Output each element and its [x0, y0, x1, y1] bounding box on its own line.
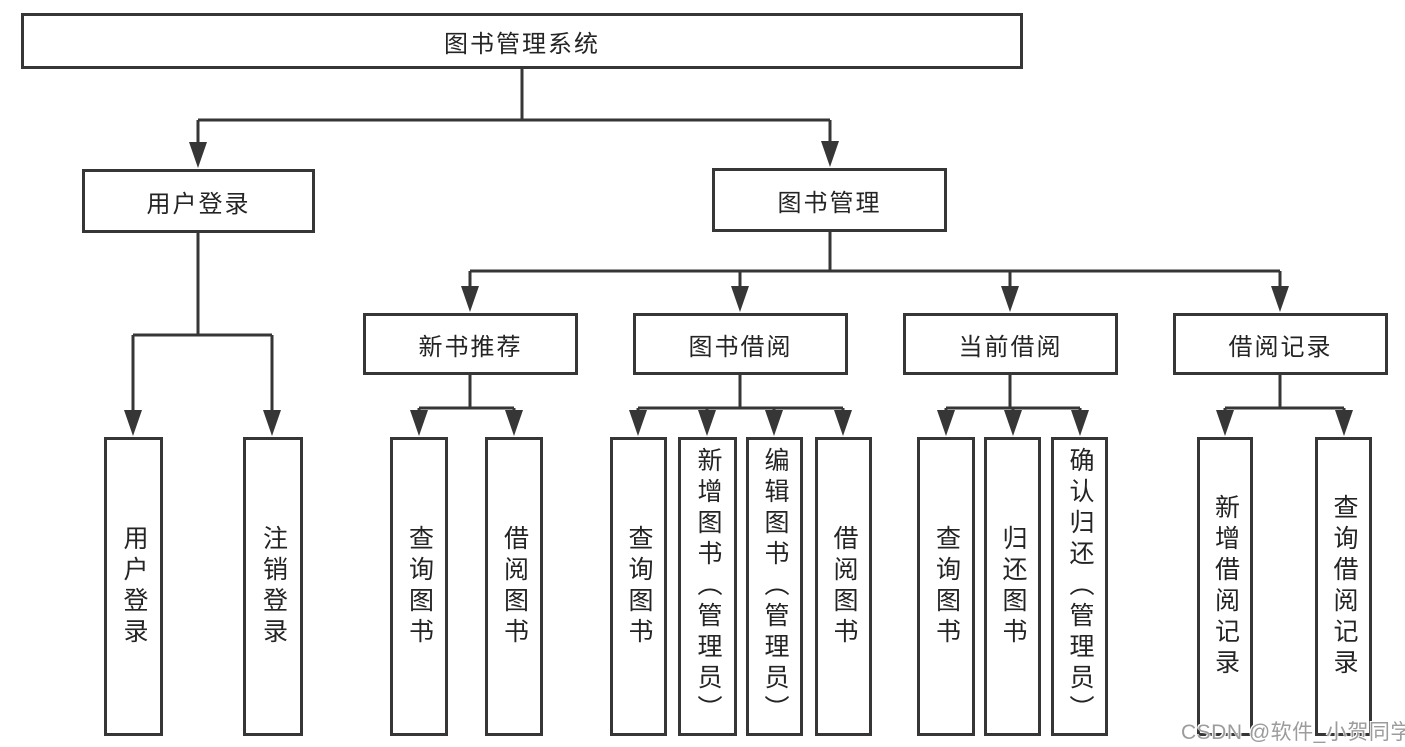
node-new-book-recommend: 新书推荐: [363, 313, 578, 375]
node-borrow-records: 借阅记录: [1173, 313, 1388, 375]
node-book-management-label: 图书管理: [777, 189, 882, 217]
leaf-return-books-label: 归还图书: [999, 524, 1027, 649]
leaf-confirm-return-admin: 确认归还（管理员）: [1051, 437, 1108, 736]
leaf-borrow-books-label: 借阅图书: [830, 524, 858, 649]
arrowheads-level2: [189, 141, 839, 168]
leaf-query-books-current-label: 查询图书: [932, 524, 961, 649]
connector-user-login-group: [131, 233, 274, 414]
leaf-return-books: 归还图书: [984, 437, 1041, 736]
node-root-system: 图书管理系统: [21, 13, 1023, 69]
node-book-borrow: 图书借阅: [633, 313, 848, 375]
leaf-logout-label: 注销登录: [259, 524, 288, 649]
leaf-edit-books-admin: 编辑图书（管理员）: [746, 437, 803, 736]
connector-records-group: [1223, 375, 1346, 414]
leaf-query-books-borrow-label: 查询图书: [625, 524, 653, 649]
leaf-query-books-borrow: 查询图书: [610, 437, 667, 736]
leaf-user-login: 用户登录: [104, 437, 163, 736]
node-book-borrow-label: 图书借阅: [688, 333, 793, 361]
connector-recommend-group: [417, 375, 516, 414]
leaf-borrow-books-recommend: 借阅图书: [485, 437, 543, 736]
leaf-query-books-recommend: 查询图书: [390, 437, 448, 736]
leaf-add-books-admin: 新增图书（管理员）: [678, 437, 737, 736]
arrowheads-leaf-row: [124, 410, 1353, 436]
leaf-query-borrow-record-label: 查询借阅记录: [1330, 493, 1358, 680]
node-root-label: 图书管理系统: [444, 30, 600, 58]
node-new-book-recommend-label: 新书推荐: [418, 333, 523, 361]
leaf-logout: 注销登录: [243, 437, 303, 736]
leaf-query-books-current: 查询图书: [917, 437, 975, 736]
leaf-borrow-books: 借阅图书: [815, 437, 872, 736]
node-user-login-label: 用户登录: [146, 190, 251, 218]
leaf-query-books-recommend-label: 查询图书: [405, 524, 434, 649]
connector-borrow-group: [636, 375, 845, 414]
leaf-confirm-return-admin-label: 确认归还（管理员）: [1066, 447, 1094, 726]
leaf-query-borrow-record: 查询借阅记录: [1315, 437, 1372, 736]
leaf-add-borrow-record: 新增借阅记录: [1197, 437, 1253, 736]
leaf-edit-books-admin-label: 编辑图书（管理员）: [761, 447, 789, 726]
node-book-management: 图书管理: [712, 168, 947, 232]
leaf-borrow-books-recommend-label: 借阅图书: [500, 524, 529, 649]
arrowheads-level3: [461, 286, 1289, 312]
leaf-add-borrow-record-label: 新增借阅记录: [1211, 493, 1240, 680]
connector-book-mgmt-to-level3: [468, 232, 1282, 290]
leaf-user-login-label: 用户登录: [120, 524, 148, 649]
node-borrow-records-label: 借阅记录: [1228, 333, 1333, 361]
node-current-borrow-label: 当前借阅: [958, 333, 1063, 361]
connector-current-group: [944, 375, 1082, 414]
leaf-add-books-admin-label: 新增图书（管理员）: [694, 447, 722, 726]
node-current-borrow: 当前借阅: [903, 313, 1118, 375]
connector-root-to-level2: [196, 69, 832, 146]
node-user-login: 用户登录: [82, 169, 315, 233]
csdn-watermark: CSDN @软件_小贺同学: [1181, 721, 1405, 744]
